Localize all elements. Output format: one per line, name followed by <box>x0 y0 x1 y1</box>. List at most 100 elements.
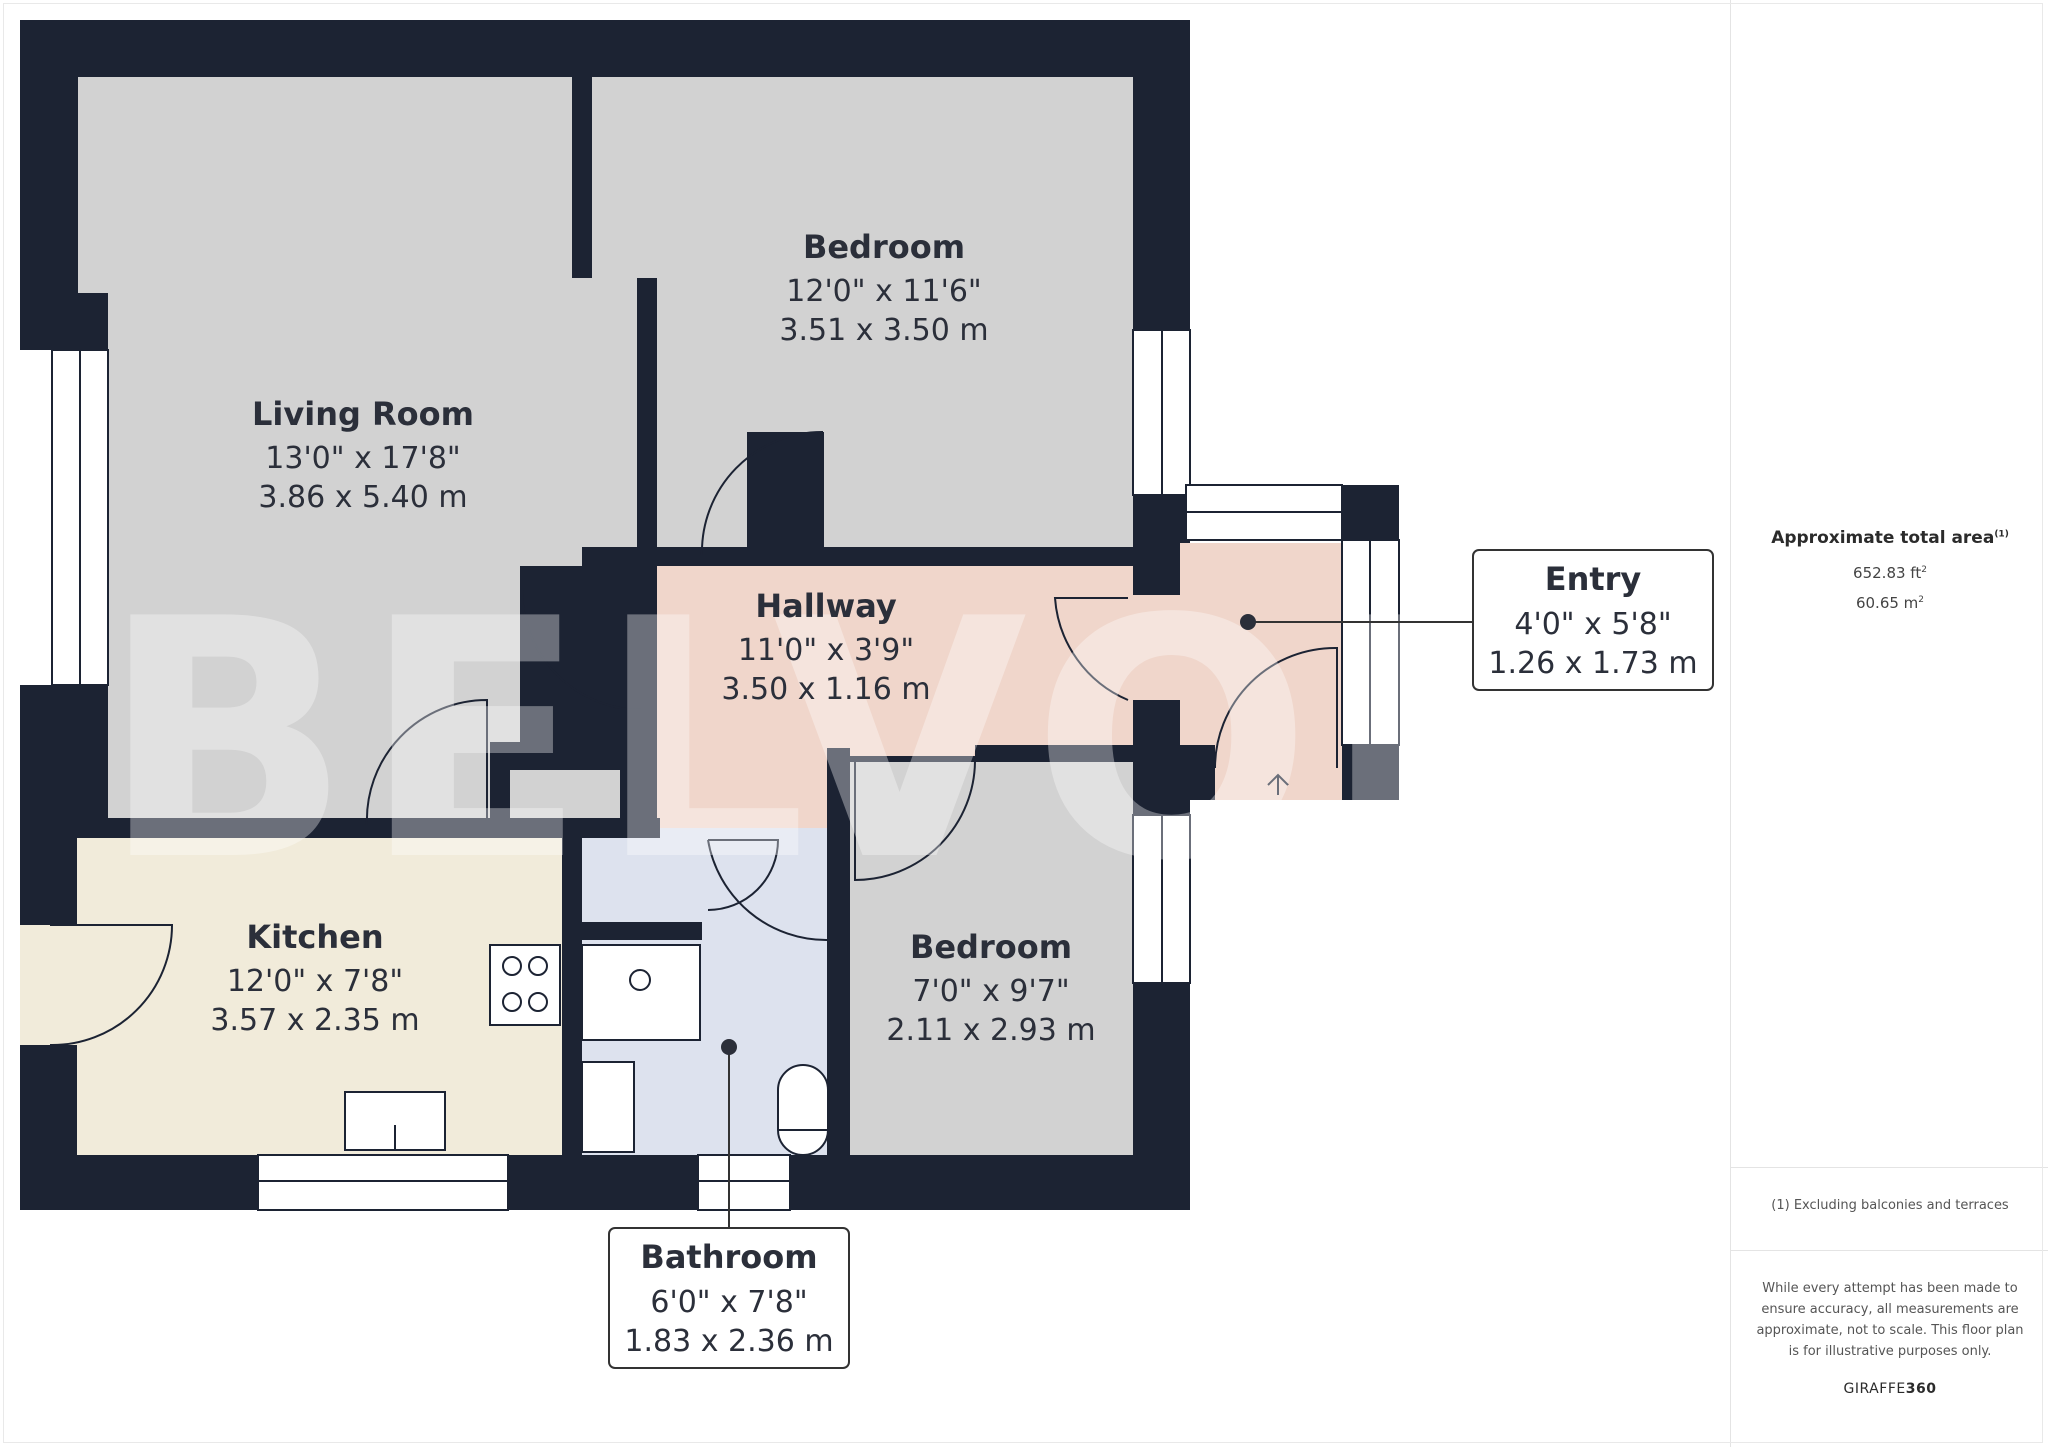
brand-logo: GIRAFFE360 <box>1731 1381 2048 1397</box>
room-name: Bathroom <box>640 1238 817 1276</box>
room-metric: 2.11 x 2.93 m <box>886 1013 1095 1048</box>
room-floors <box>20 77 1342 1155</box>
area-metric-value: 60.65 m <box>1855 594 1919 612</box>
wall <box>975 745 1133 762</box>
disclaimer: While every attempt has been made to ens… <box>1756 1281 2024 1359</box>
wall <box>490 742 510 838</box>
watermark: BELVOIR <box>100 549 1719 933</box>
area-imperial-value: 652.83 ft <box>1853 564 1922 582</box>
room-label-bedroom-2: Bedroom 7'0" x 9'7" 2.11 x 2.93 m <box>886 928 1095 1048</box>
room-name: Bedroom <box>803 228 965 266</box>
room-imperial: 7'0" x 9'7" <box>912 974 1069 1009</box>
room-metric: 3.86 x 5.40 m <box>258 480 467 515</box>
wall <box>824 547 1133 566</box>
fixtures <box>344 944 829 1156</box>
kitchen-door-inner <box>365 698 488 826</box>
room-label-bedroom-1: Bedroom 12'0" x 11'6" 3.51 x 3.50 m <box>779 228 988 348</box>
callout-box <box>608 1227 850 1369</box>
wall <box>827 748 850 1155</box>
room-name: Bedroom <box>910 928 1072 966</box>
hob <box>489 944 561 1026</box>
wall <box>1180 745 1215 800</box>
wall <box>637 742 657 838</box>
bath-drain <box>629 969 651 991</box>
callout-entry: Entry 4'0" x 5'8" 1.26 x 1.73 m <box>1240 549 1714 691</box>
area-imperial: 652.83 ft2 <box>1731 564 2048 582</box>
info-panel: Approximate total area(1) 652.83 ft2 60.… <box>1730 0 2048 1447</box>
divider <box>1731 1250 2048 1251</box>
room-metric: 1.26 x 1.73 m <box>1488 646 1697 681</box>
room-name: Living Room <box>252 395 474 433</box>
hob-ring <box>502 956 522 976</box>
wall <box>1342 485 1399 540</box>
wall <box>637 278 657 575</box>
bedroom-2-door <box>854 759 976 882</box>
room-labels: Living Room 13'0" x 17'8" 3.86 x 5.40 m … <box>210 228 1095 1048</box>
room-name: Entry <box>1545 560 1642 598</box>
room-imperial: 11'0" x 3'9" <box>738 633 914 668</box>
kitchen-door-area <box>20 925 77 1045</box>
shower-tray <box>581 1061 635 1153</box>
bathroom-floor <box>582 828 827 1155</box>
area-metric: 60.65 m2 <box>1731 594 2048 612</box>
callout-bathroom: Bathroom 6'0" x 7'8" 1.83 x 2.36 m <box>608 1039 850 1369</box>
toilet <box>777 1064 829 1156</box>
room-metric: 3.50 x 1.16 m <box>721 672 930 707</box>
room-imperial: 6'0" x 7'8" <box>650 1285 807 1320</box>
room-label-hallway: Hallway 11'0" x 3'9" 3.50 x 1.16 m <box>721 587 930 707</box>
callout-dot <box>1240 614 1256 630</box>
doors <box>49 430 1338 1047</box>
store-floor <box>510 770 620 820</box>
bathroom-window <box>697 1154 791 1211</box>
room-imperial: 12'0" x 7'8" <box>227 964 403 999</box>
wall <box>582 922 702 940</box>
room-imperial: 4'0" x 5'8" <box>1514 607 1671 642</box>
brand-bold: 360 <box>1905 1381 1937 1397</box>
wall <box>572 77 592 278</box>
wall <box>1342 745 1399 800</box>
kitchen-back-door <box>49 924 174 1047</box>
living-room-door <box>521 589 643 711</box>
bedroom-1-door <box>700 430 823 556</box>
divider <box>1731 1167 2048 1168</box>
wall <box>562 838 582 1155</box>
living-room-floor <box>78 77 637 818</box>
interior-walls <box>108 77 1399 1155</box>
room-label-kitchen: Kitchen 12'0" x 7'8" 3.57 x 2.35 m <box>210 918 419 1038</box>
front-door <box>1214 646 1338 769</box>
entry-arrow-head <box>1267 773 1289 786</box>
room-name: Hallway <box>755 587 896 625</box>
room-metric: 1.83 x 2.36 m <box>624 1324 833 1359</box>
wall <box>510 818 660 838</box>
area-metric-unit: 2 <box>1918 595 1925 605</box>
bedroom-1-floor <box>592 77 1133 547</box>
hob-ring <box>528 956 548 976</box>
wall <box>108 818 490 838</box>
bathroom-lobby-door <box>707 839 780 911</box>
area-title: Approximate total area(1) <box>1731 528 2048 548</box>
bathroom-door <box>707 839 829 942</box>
area-title-note: (1) <box>1994 529 2009 540</box>
room-name: Kitchen <box>246 918 383 956</box>
wall <box>1133 495 1180 595</box>
room-label-living-room: Living Room 13'0" x 17'8" 3.86 x 5.40 m <box>252 395 474 515</box>
hall-entry-door <box>1053 597 1129 701</box>
brand-light: GIRAFFE <box>1843 1381 1906 1397</box>
bathtub <box>581 944 701 1041</box>
hob-ring <box>502 992 522 1012</box>
windows <box>20 329 1400 1211</box>
hob-ring <box>528 992 548 1012</box>
callout-dot <box>721 1039 737 1055</box>
room-metric: 3.51 x 3.50 m <box>779 313 988 348</box>
kitchen-window <box>257 1154 509 1211</box>
room-metric: 3.57 x 2.35 m <box>210 1003 419 1038</box>
wall <box>582 547 662 566</box>
room-imperial: 12'0" x 11'6" <box>786 274 981 309</box>
wall <box>1133 700 1180 800</box>
callout-box <box>1472 549 1714 691</box>
hallway-floor <box>647 548 1185 830</box>
footnote: (1) Excluding balconies and terraces <box>1771 1198 2009 1213</box>
area-imperial-unit: 2 <box>1921 565 1927 575</box>
kitchen-floor <box>77 838 562 1155</box>
